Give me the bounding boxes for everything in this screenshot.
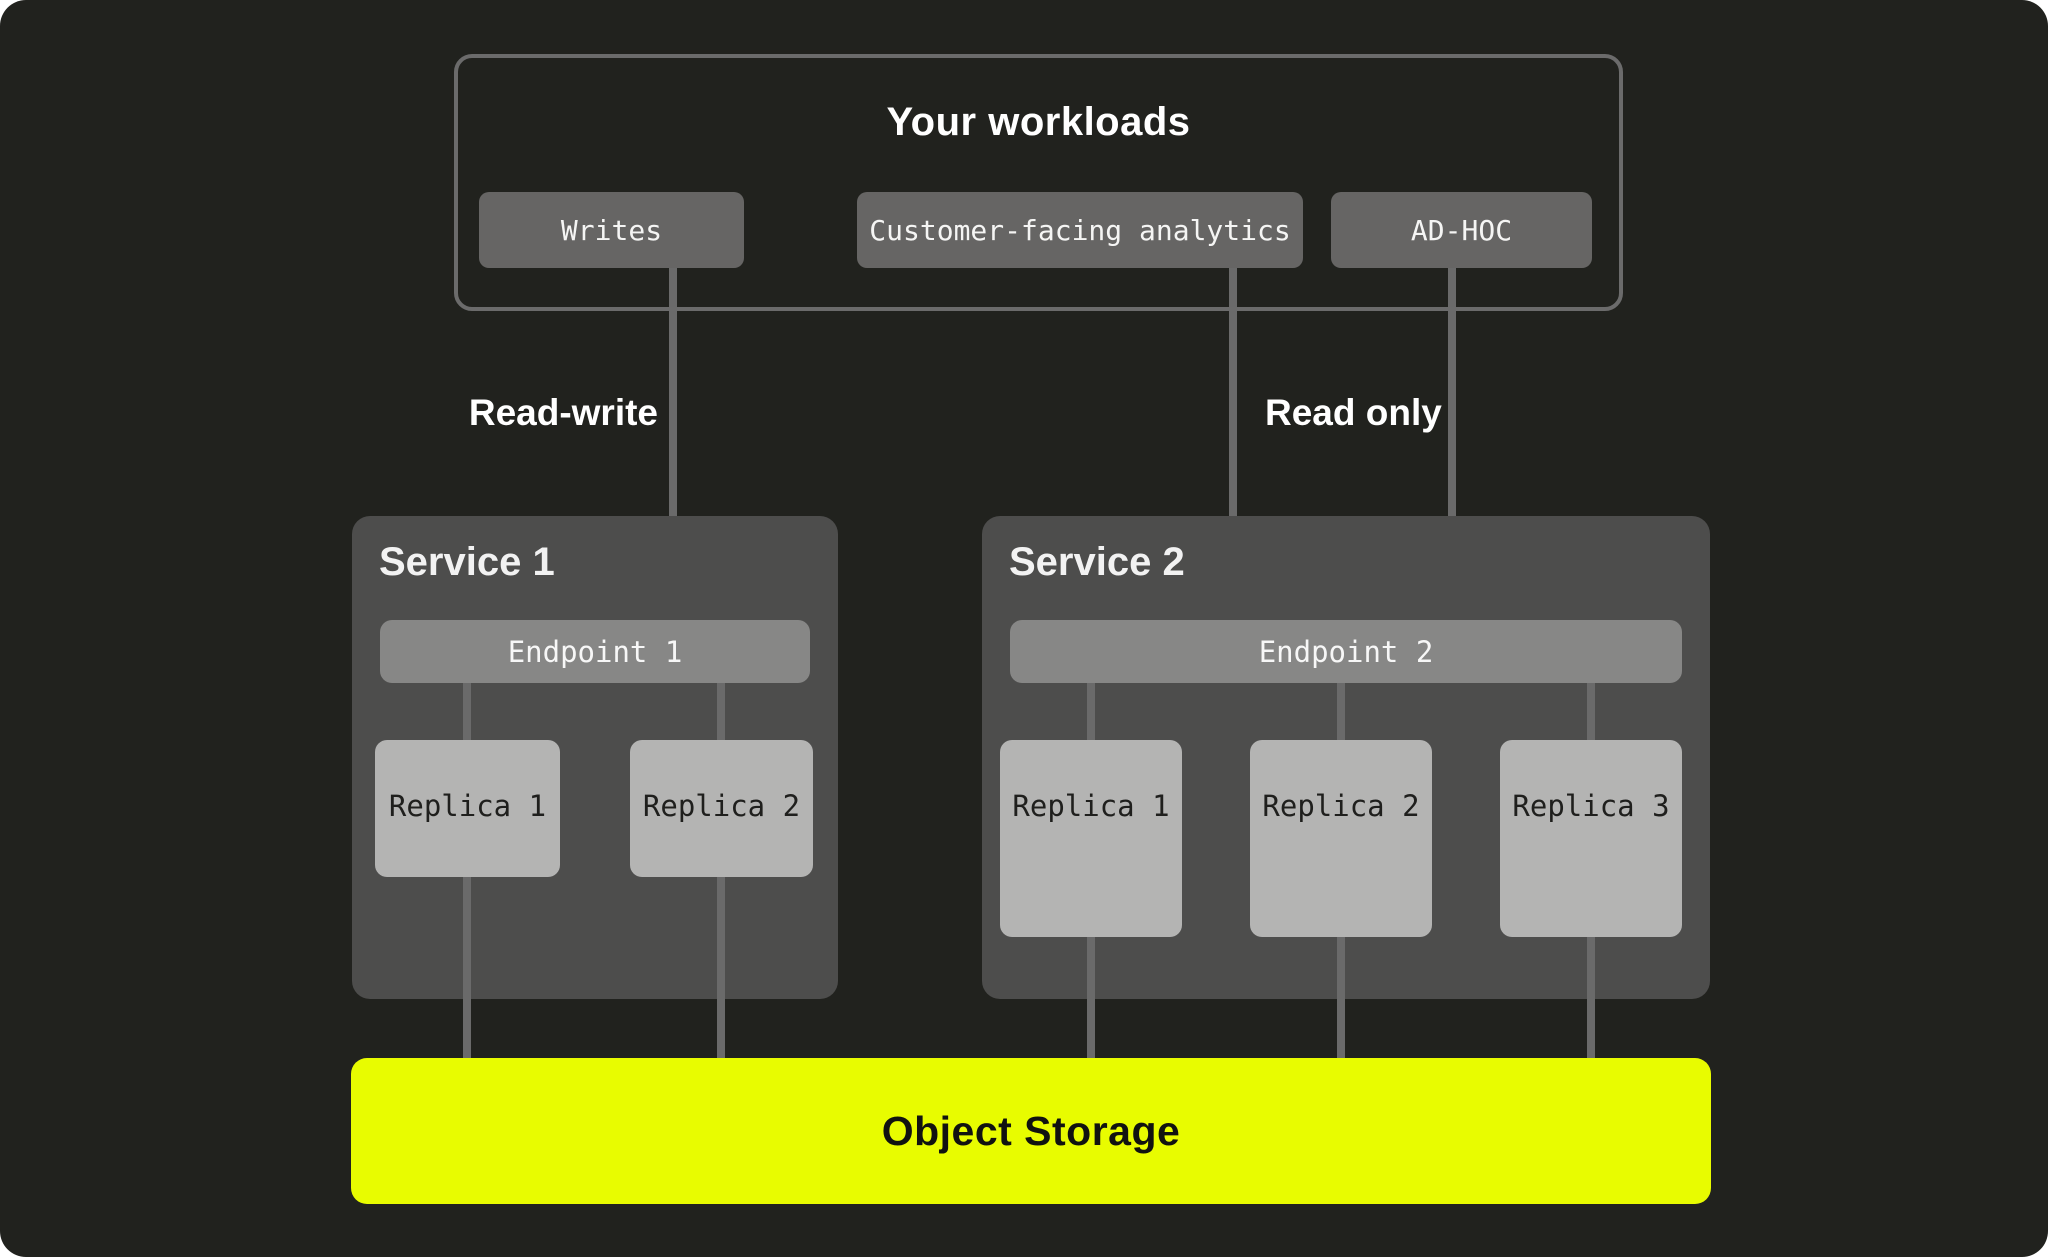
read-only-label: Read only xyxy=(1265,392,1442,433)
arrow-writes-to-endpoint-1-line xyxy=(669,268,677,588)
service-2-replica-1-node: Replica 1 xyxy=(1000,740,1182,937)
your-workloads-title: Your workloads xyxy=(886,100,1191,144)
service-2-title: Service 2 xyxy=(1009,540,1185,584)
service-1-replica-2-node: Replica 2 xyxy=(630,740,813,877)
service-1-title: Service 1 xyxy=(379,540,555,584)
object-storage-node: Object Storage xyxy=(351,1058,1711,1204)
service-1-replica-1-node: Replica 1 xyxy=(375,740,560,877)
your-workloads-container: Your workloads xyxy=(454,54,1623,311)
service-2-replica-3-node: Replica 3 xyxy=(1500,740,1682,937)
workload-node-customer-facing-analytics: Customer-facing analytics xyxy=(857,192,1303,268)
workload-node-ad-hoc: AD-HOC xyxy=(1331,192,1592,268)
workload-node-writes: Writes xyxy=(479,192,744,268)
service-2-replica-2-node: Replica 2 xyxy=(1250,740,1432,937)
arrow-adhoc-to-endpoint-2-line xyxy=(1448,268,1456,588)
read-write-label: Read-write xyxy=(468,392,658,433)
arrow-analytics-to-endpoint-2-line xyxy=(1229,268,1237,588)
